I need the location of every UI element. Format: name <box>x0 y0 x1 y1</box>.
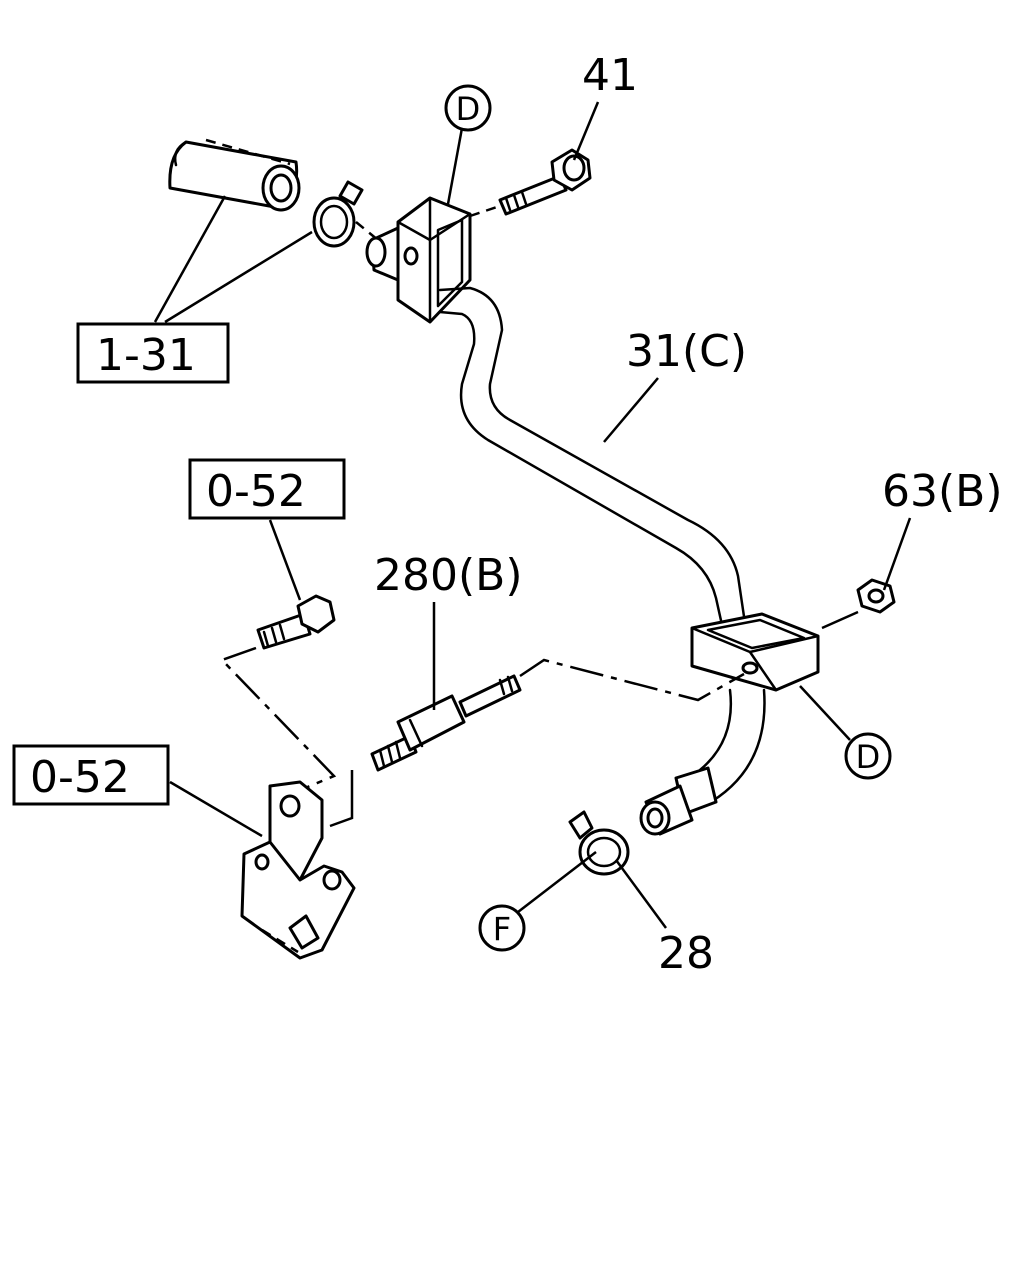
bolt-dash-guide-lower <box>219 646 337 798</box>
ref-box-0-52-top[interactable] <box>188 458 346 520</box>
bracket-stud-guide <box>329 770 354 828</box>
hose-clamp-upper <box>312 180 364 248</box>
bracket-plate <box>240 780 356 960</box>
leader-d-top <box>446 127 464 205</box>
leader-1-31-b <box>164 230 313 324</box>
leader-28 <box>614 859 668 929</box>
label-41: 41 <box>582 50 638 101</box>
label-1-31: 1-31 <box>96 330 196 381</box>
hose-segment <box>168 140 301 212</box>
stud-280b <box>370 674 522 772</box>
leader-0-52-top <box>268 519 302 601</box>
pipe-31 <box>438 286 748 636</box>
bolt-0-52 <box>256 594 336 650</box>
circle-d-right <box>844 732 892 780</box>
circle-f <box>478 904 526 952</box>
bracket-upper <box>396 196 472 324</box>
leader-0-52-bottom <box>169 780 263 838</box>
nut-63b <box>856 578 896 614</box>
leader-63b <box>821 610 859 630</box>
label-28: 28 <box>658 928 714 979</box>
leader-31c <box>603 377 659 443</box>
circle-d-top <box>444 84 492 132</box>
hose-dash-guide <box>205 138 291 166</box>
leader-41 <box>572 101 600 161</box>
bolt-dash-guide <box>469 204 501 218</box>
fitting-upper <box>365 226 400 282</box>
label-0-52-top: 0-52 <box>206 466 306 517</box>
ref-box-1-31[interactable] <box>76 322 230 384</box>
leader-63b-label <box>882 517 912 591</box>
label-31c: 31(C) <box>626 326 747 377</box>
leader-f <box>517 851 597 913</box>
label-circle-d-top: D <box>456 90 481 128</box>
label-0-52-bottom: 0-52 <box>30 752 130 803</box>
ref-box-0-52-bottom[interactable] <box>12 744 170 806</box>
bracket-lower <box>690 612 820 692</box>
label-circle-d-right: D <box>856 738 881 776</box>
label-circle-f: F <box>493 910 511 948</box>
pipe-lower <box>639 688 766 836</box>
leader-1-31-a <box>153 195 227 323</box>
leader-d-right <box>799 685 851 741</box>
hose-clamp-lower <box>568 810 630 876</box>
label-63b: 63(B) <box>882 466 1003 517</box>
label-280b: 280(B) <box>374 550 523 601</box>
bolt-41 <box>498 148 592 216</box>
stud-dash-guide <box>519 658 745 702</box>
